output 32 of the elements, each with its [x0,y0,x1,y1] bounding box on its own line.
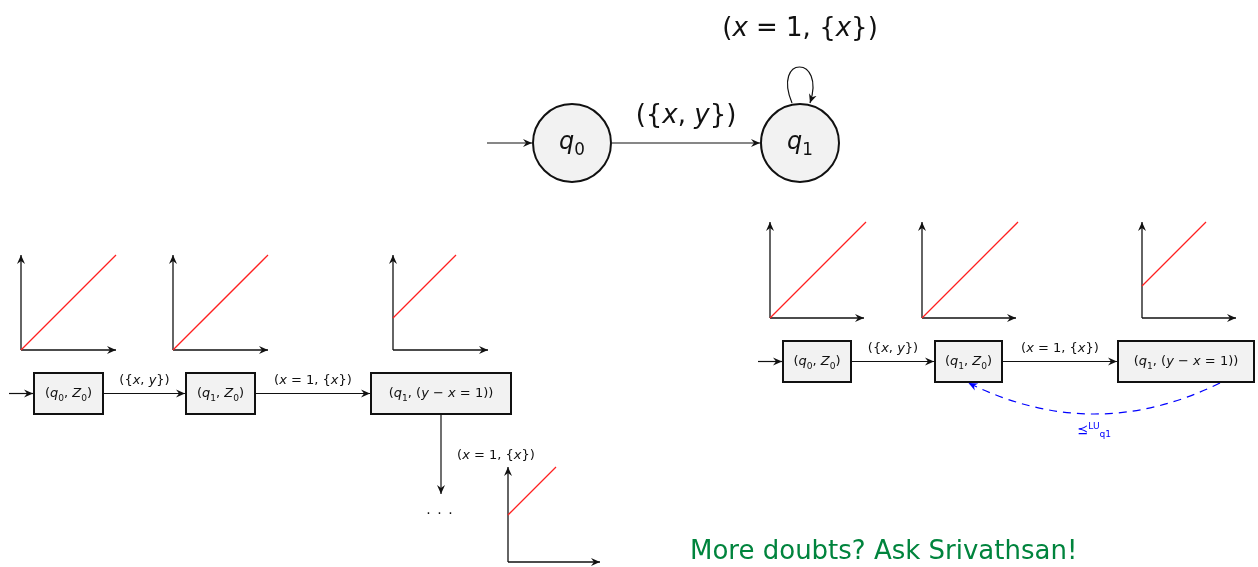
configuration-box [370,372,512,415]
node-label: q$_{0}$ [559,127,585,159]
node-label: (q$_{0}$, Z$_{0}$) [793,352,841,371]
node-label: (q$_{1}$, Z$_{0}$) [944,352,993,371]
configuration-box [33,372,104,415]
node-label: (q$_{1}$, (y − x = 1)) [1133,352,1239,371]
arrow [757,357,783,366]
arrow [611,139,761,147]
arrow [103,389,186,398]
node-label: (q$_{1}$, (y − x = 1)) [388,384,494,403]
arrow [437,414,445,495]
configuration-box [1117,340,1255,383]
edge-label: ({x, y}) [866,340,920,355]
configuration-box [782,340,852,383]
edge-label: (x = 1, {x}) [456,447,536,462]
arrow [255,389,371,398]
edge-label: (x = 1, {x}) [273,372,353,387]
configuration-box [185,372,256,415]
node-label: (q$_{1}$, Z$_{0}$) [196,384,245,403]
arrow [967,382,1221,415]
note-text: More doubts? Ask Srivathsan! [690,535,1078,565]
arrow [1002,357,1118,366]
node-label: q$_{1}$ [787,127,813,159]
edge-label: ({x, y}) [118,372,171,387]
node-label: . . . [426,501,454,517]
arrow [8,389,34,398]
configuration-box [934,340,1003,383]
edge-label: (x = 1, {x}) [1020,340,1100,355]
node-label: (q$_{0}$, Z$_{0}$) [44,384,93,403]
arrow [851,357,935,366]
arrow [786,66,816,104]
arrow [486,139,533,147]
